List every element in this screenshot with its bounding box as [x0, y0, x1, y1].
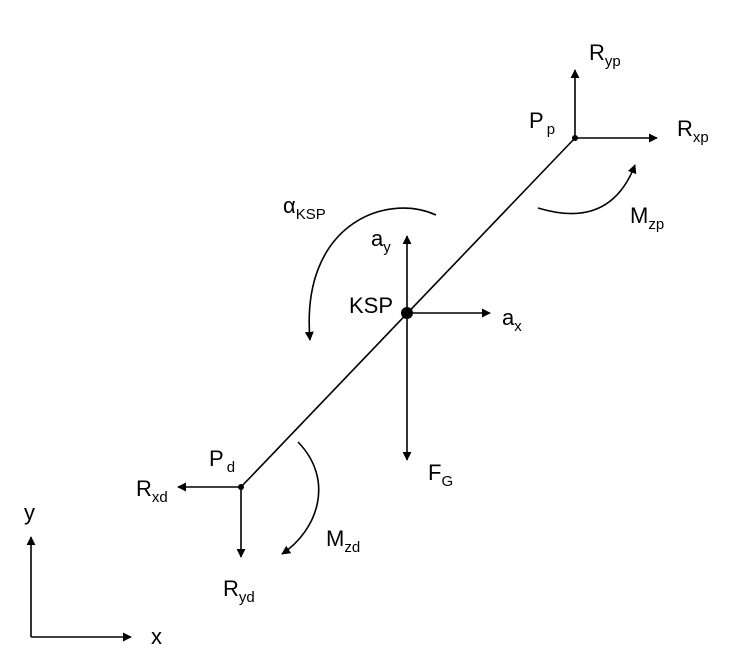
- label-ax: ax: [502, 305, 522, 335]
- label-mzd: Mzd: [326, 526, 360, 556]
- label-ay: ay: [371, 226, 391, 256]
- mzd-arc: [281, 441, 320, 555]
- mzp-arc: [537, 164, 637, 215]
- label-axis-y: y: [24, 500, 35, 525]
- label-ryd: Ryd: [223, 576, 255, 606]
- label-fg: FG: [428, 460, 453, 490]
- label-ksp: KSP: [349, 293, 393, 318]
- label-rxp: Rxp: [677, 116, 709, 146]
- label-mzp: Mzp: [630, 203, 664, 233]
- label-axis-x: x: [151, 624, 162, 649]
- label-rxd: Rxd: [136, 476, 168, 506]
- label-alpha: αKSP: [283, 193, 326, 223]
- label-ryp: Ryp: [589, 40, 621, 70]
- alpha-arc: [304, 207, 437, 341]
